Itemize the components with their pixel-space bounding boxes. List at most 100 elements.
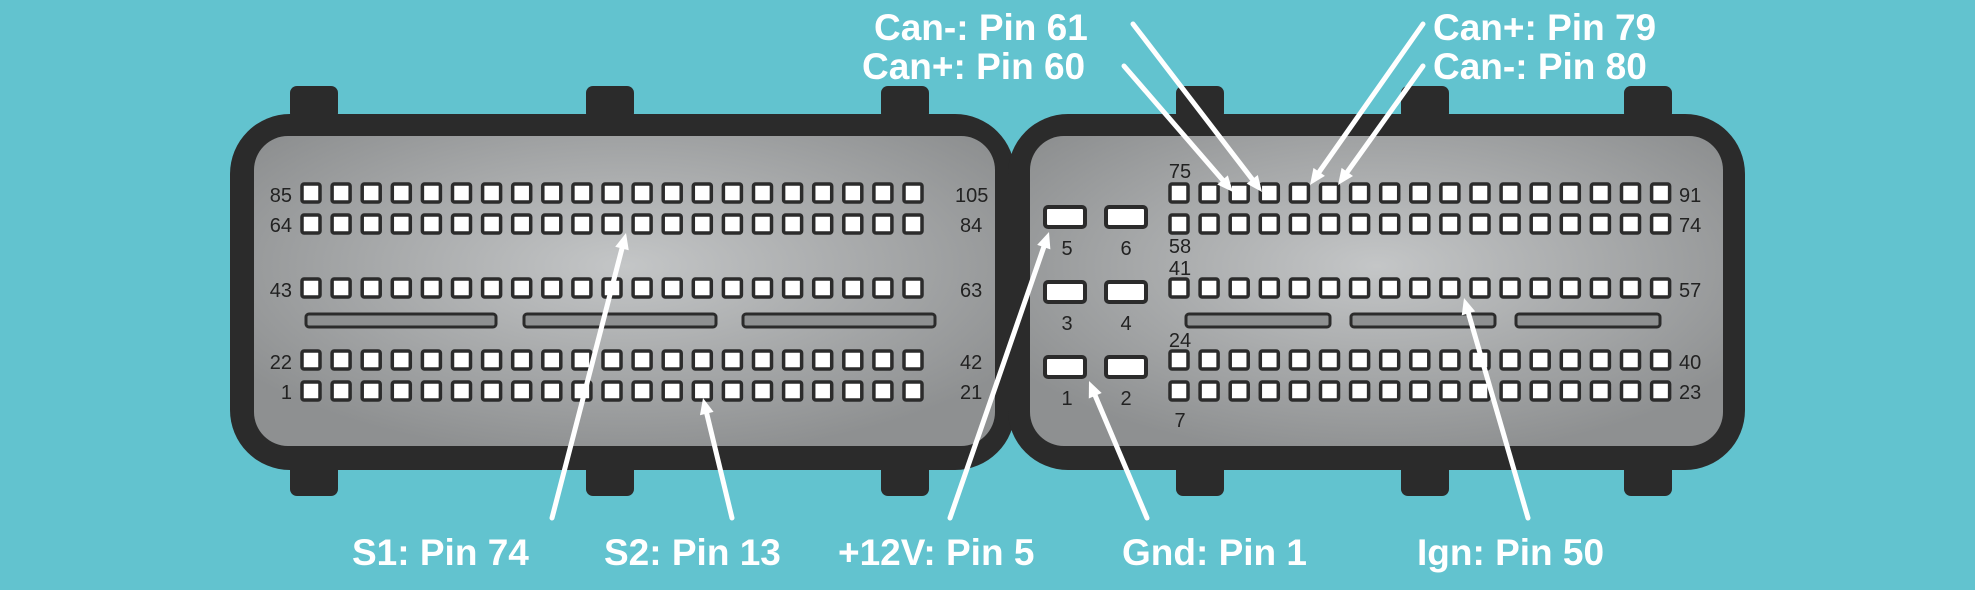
pin-left-r1-c16 bbox=[751, 182, 774, 204]
power-pin-label-1: 1 bbox=[1061, 388, 1072, 410]
pin-right-r3-c11 bbox=[1469, 277, 1491, 299]
pin-left-r2-c12 bbox=[631, 213, 653, 235]
pin-left-r5-c14 bbox=[691, 380, 714, 402]
left-row-label-1: 1 bbox=[281, 382, 292, 404]
arrow-can-minus-61 bbox=[1130, 21, 1262, 192]
callout-s1-pin-74: S1: Pin 74 bbox=[352, 532, 529, 573]
callout-12v-pin-5: +12V: Pin 5 bbox=[838, 532, 1034, 573]
pin-left-r1-c19 bbox=[842, 182, 864, 204]
pin-left-r2-c14 bbox=[691, 213, 714, 235]
pin-left-r4-c5 bbox=[420, 349, 443, 371]
pin-left-r3-c19 bbox=[842, 277, 864, 299]
mounting-tab-bottom-4 bbox=[1176, 462, 1224, 496]
mounting-tab-top-3 bbox=[881, 86, 929, 120]
power-pin-label-6: 6 bbox=[1120, 238, 1131, 260]
right-slot-3 bbox=[1514, 312, 1662, 329]
pin-right-r5-c10 bbox=[1439, 380, 1461, 402]
pin-left-r2-c1 bbox=[300, 213, 322, 235]
pin-left-r1-c6 bbox=[450, 182, 473, 204]
power-pin-label-4: 4 bbox=[1120, 313, 1131, 335]
pin-left-r5-c19 bbox=[842, 380, 864, 402]
pin-left-r2-c5 bbox=[420, 213, 443, 235]
pin-left-r2-c9 bbox=[541, 213, 563, 235]
pin-left-r5-c1 bbox=[300, 380, 322, 402]
power-pin-block bbox=[1043, 205, 1148, 379]
pin-left-r2-c18 bbox=[811, 213, 834, 235]
pin-right-r1-c4 bbox=[1258, 182, 1281, 204]
pin-right-r4-c14 bbox=[1559, 349, 1582, 371]
pin-left-r4-c20 bbox=[872, 349, 894, 371]
power-pin-label-3: 3 bbox=[1061, 313, 1072, 335]
pin-left-r3-c15 bbox=[721, 277, 744, 299]
pin-right-r4-c3 bbox=[1228, 349, 1250, 371]
pin-left-r4-c2 bbox=[330, 349, 352, 371]
pin-left-r2-c8 bbox=[510, 213, 533, 235]
pin-right-r2-c3 bbox=[1228, 213, 1250, 235]
pin-left-r5-c2 bbox=[330, 380, 352, 402]
pin-left-r1-c11 bbox=[601, 182, 623, 204]
pin-right-r1-c2 bbox=[1198, 182, 1220, 204]
pin-right-r1-c13 bbox=[1529, 182, 1551, 204]
pin-right-r5-c17 bbox=[1649, 380, 1672, 402]
pin-right-r1-c3 bbox=[1228, 182, 1250, 204]
pin-left-r4-c8 bbox=[510, 349, 533, 371]
pin-right-r5-c13 bbox=[1529, 380, 1551, 402]
pin-right-r5-c2 bbox=[1198, 380, 1220, 402]
pin-left-r5-c4 bbox=[390, 380, 413, 402]
mounting-tab-bottom-3 bbox=[881, 462, 929, 496]
pin-left-r4-c1 bbox=[300, 349, 322, 371]
pin-right-r1-c17 bbox=[1649, 182, 1672, 204]
pin-left-r5-c13 bbox=[661, 380, 683, 402]
pin-right-r4-c9 bbox=[1409, 349, 1431, 371]
pin-right-r1-c15 bbox=[1589, 182, 1612, 204]
pin-left-r4-c13 bbox=[661, 349, 683, 371]
pin-left-r2-c10 bbox=[571, 213, 593, 235]
left-pin-grid bbox=[300, 182, 924, 402]
callout-can-plus-pin-60: Can+: Pin 60 bbox=[862, 46, 1085, 87]
pin-left-r5-c12 bbox=[631, 380, 653, 402]
pin-right-r2-c4 bbox=[1258, 213, 1281, 235]
pin-left-r2-c19 bbox=[842, 213, 864, 235]
left-row-label-42: 42 bbox=[960, 352, 982, 374]
pin-left-r1-c21 bbox=[902, 182, 924, 204]
pin-right-r3-c7 bbox=[1348, 277, 1371, 299]
pin-left-r2-c21 bbox=[902, 213, 924, 235]
pin-right-r3-c1 bbox=[1168, 277, 1190, 299]
right-row-label-91: 91 bbox=[1679, 185, 1701, 207]
pin-left-r5-c17 bbox=[781, 380, 804, 402]
right-slot-2 bbox=[1349, 312, 1497, 329]
pin-left-r4-c10 bbox=[571, 349, 593, 371]
pin-left-r1-c9 bbox=[541, 182, 563, 204]
pin-left-r2-c3 bbox=[360, 213, 382, 235]
pin-left-r5-c20 bbox=[872, 380, 894, 402]
mounting-tab-top-5 bbox=[1401, 86, 1449, 120]
pin-right-r5-c4 bbox=[1258, 380, 1281, 402]
pin-left-r1-c4 bbox=[390, 182, 413, 204]
pin-right-r4-c2 bbox=[1198, 349, 1220, 371]
left-row-label-63: 63 bbox=[960, 280, 982, 302]
pin-right-r4-c10 bbox=[1439, 349, 1461, 371]
arrow-gnd-1 bbox=[1088, 381, 1150, 521]
right-row-label-23: 23 bbox=[1679, 382, 1701, 404]
pin-left-r2-c20 bbox=[872, 213, 894, 235]
pin-left-r2-c6 bbox=[450, 213, 473, 235]
right-row-label-74: 74 bbox=[1679, 215, 1701, 237]
pin-right-r2-c13 bbox=[1529, 213, 1551, 235]
pin-right-r4-c4 bbox=[1258, 349, 1281, 371]
pin-right-r5-c11 bbox=[1469, 380, 1491, 402]
pin-right-r2-c11 bbox=[1469, 213, 1491, 235]
pin-left-r4-c16 bbox=[751, 349, 774, 371]
mounting-tab-bottom-1 bbox=[290, 462, 338, 496]
arrow-s2-13 bbox=[699, 398, 735, 521]
arrow-can-plus-79 bbox=[1310, 21, 1426, 185]
pin-right-r5-c12 bbox=[1499, 380, 1521, 402]
pin-left-r4-c19 bbox=[842, 349, 864, 371]
pin-right-r2-c14 bbox=[1559, 213, 1582, 235]
pin-left-r5-c5 bbox=[420, 380, 443, 402]
arrow-s1-74 bbox=[549, 233, 629, 521]
callout-can-minus-pin-80: Can-: Pin 80 bbox=[1433, 46, 1647, 87]
left-slot-3 bbox=[741, 312, 937, 329]
pin-right-r2-c17 bbox=[1649, 213, 1672, 235]
pin-left-r1-c1 bbox=[300, 182, 322, 204]
pin-right-r2-c2 bbox=[1198, 213, 1220, 235]
